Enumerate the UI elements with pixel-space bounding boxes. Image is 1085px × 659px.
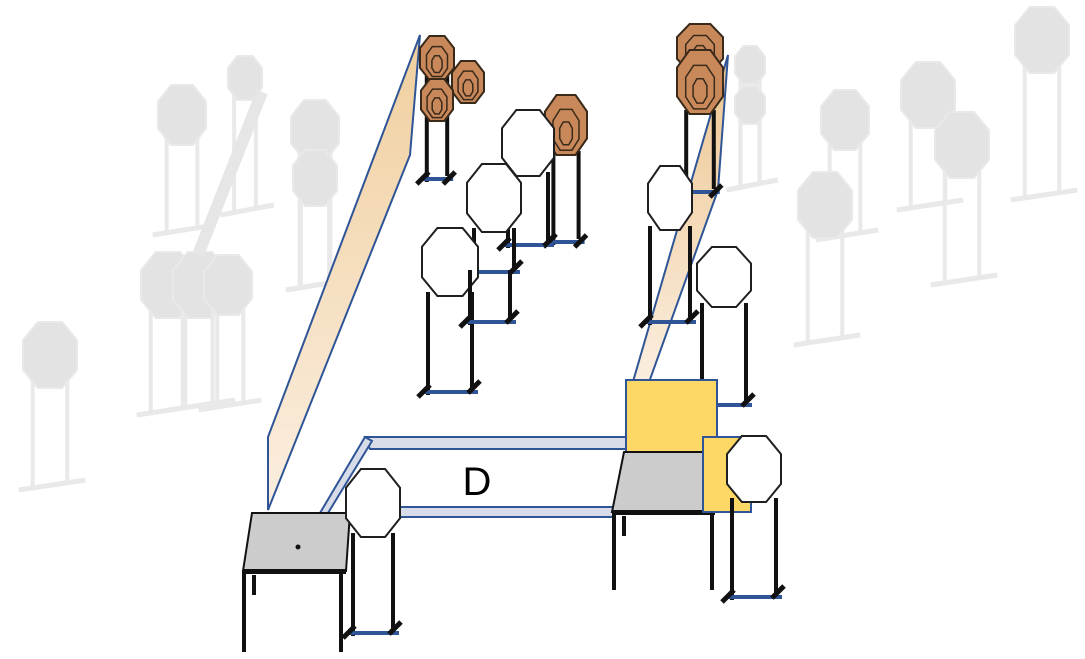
steel-plate-ring <box>431 55 443 74</box>
steel-targets-layer <box>415 23 724 249</box>
ghost-target-plate <box>820 89 870 151</box>
steel-plate-ring <box>457 70 479 101</box>
left-table <box>241 512 352 652</box>
paper-target <box>416 227 482 399</box>
right-table <box>610 451 716 590</box>
ghost-stand-base <box>1010 187 1078 203</box>
steel-plate-ring <box>462 79 474 97</box>
stand-foot <box>341 624 357 640</box>
table-top <box>241 512 352 572</box>
stand-foot <box>542 232 558 248</box>
table-top <box>610 451 716 513</box>
steel-target <box>451 60 485 104</box>
paper-target-plate <box>466 163 522 233</box>
ghost-target-plate <box>1014 6 1070 74</box>
steel-target <box>420 78 454 122</box>
background-target <box>725 85 779 193</box>
background-targets-layer <box>18 6 1078 493</box>
stand-foot <box>496 236 512 252</box>
stand-foot <box>770 584 786 600</box>
paper-target <box>638 165 700 329</box>
ghost-target-plate <box>203 254 253 316</box>
shooting-area-label: D <box>463 460 492 504</box>
steel-plate-ring <box>426 88 448 119</box>
steel-plate-ring <box>431 97 443 115</box>
ghost-target-plate <box>157 84 207 146</box>
stand-foot <box>387 620 403 636</box>
ghost-stand-base <box>896 197 964 213</box>
paper-target-plate <box>696 246 752 308</box>
ghost-target-plate <box>734 45 766 85</box>
left-wall <box>267 34 421 511</box>
stand-foot <box>504 309 520 325</box>
background-target <box>793 171 861 348</box>
table-edge <box>612 510 715 515</box>
stand-foot <box>638 313 654 329</box>
ghost-stand-base <box>930 272 998 288</box>
steel-plate-ring <box>425 45 449 78</box>
paper-target-plate <box>345 468 401 538</box>
stand-foot <box>720 588 736 604</box>
ghost-stand-base <box>793 332 861 348</box>
paper-target <box>720 435 786 604</box>
stand-foot <box>740 392 756 408</box>
background-target <box>18 321 86 493</box>
stand-foot <box>466 379 482 395</box>
ghost-target-plate <box>22 321 78 389</box>
stand-foot <box>708 183 724 199</box>
table-edge <box>243 569 346 574</box>
stand-foot <box>458 313 474 329</box>
steel-plate <box>451 60 485 104</box>
background-target <box>286 149 348 293</box>
ghost-target-plate <box>934 111 990 179</box>
ghost-stand-base <box>168 397 236 413</box>
background-target <box>198 254 262 413</box>
fault-line-front <box>377 506 616 518</box>
paper-target <box>341 468 403 640</box>
stand-foot <box>684 309 700 325</box>
background-target <box>1010 6 1078 203</box>
ghost-target-plate <box>797 171 853 239</box>
background-target <box>152 84 216 238</box>
ghost-stand-base <box>219 202 275 218</box>
ghost-target-plate <box>292 149 338 207</box>
paper-target-plate <box>726 435 782 503</box>
steel-plate-ring <box>558 121 574 146</box>
background-target <box>930 111 998 288</box>
steel-plate-ring <box>684 64 716 110</box>
paper-target-plate <box>421 227 479 297</box>
ghost-stand-base <box>18 477 86 493</box>
stand-foot <box>416 383 432 399</box>
paper-target-plate <box>501 109 555 177</box>
steel-plate <box>419 35 455 81</box>
stand-foot <box>572 233 589 249</box>
stand-foot <box>441 170 457 186</box>
background-wall-ghost <box>192 89 268 258</box>
ghost-stand-base <box>725 177 779 193</box>
foreground-layer <box>241 379 786 652</box>
steel-plate <box>420 78 454 122</box>
steel-plate <box>676 49 724 115</box>
start-position-marker <box>295 544 301 550</box>
ghost-stand-base <box>198 397 262 413</box>
ghost-target-plate <box>734 85 766 125</box>
paper-target-plate <box>647 165 693 231</box>
fault-line-back <box>363 436 638 450</box>
steel-plate-ring <box>692 78 708 104</box>
stand-foot <box>415 170 431 186</box>
